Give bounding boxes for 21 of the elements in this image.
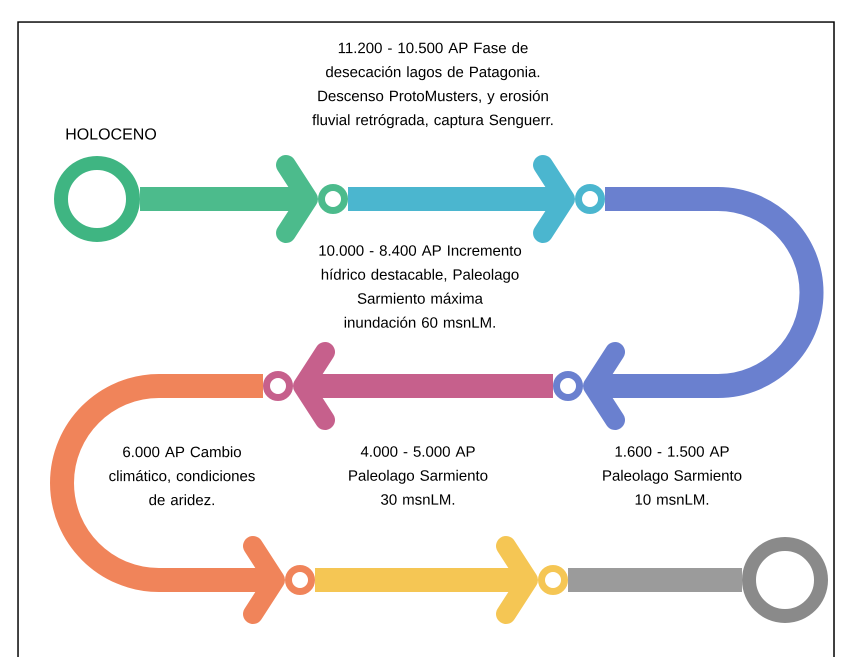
timeline-marker [575, 184, 605, 214]
timeline-marker [538, 565, 568, 595]
timeline-segment [293, 342, 553, 430]
timeline-marker [263, 371, 293, 401]
timeline-segment [50, 374, 285, 624]
event-text: 11.200 - 10.500 AP Fase de desecación lagos de Patagonia. Descenso ProtoMusters, y erosión fluvial retrógrada, captura Senguerr. [312, 42, 552, 128]
timeline-marker [285, 565, 315, 595]
timeline-segment [583, 187, 824, 430]
timeline-marker [553, 371, 583, 401]
timeline-segment [140, 155, 318, 243]
title: HOLOCENO [66, 128, 156, 140]
event-text: 6.000 AP Cambio climático, condiciones de aridez. [109, 446, 255, 506]
event-text: 1.600 - 1.500 AP Paleolago Sarmiento 10 msnLM. [603, 446, 742, 505]
end-circle [742, 537, 828, 623]
timeline-segment [568, 568, 742, 592]
timeline-segment [315, 536, 538, 624]
event-text: 10.000 - 8.400 AP Incremento hídrico destacable, Paleolago Sarmiento máxima inundación 60 msnLM. [319, 245, 522, 328]
start-circle [54, 156, 140, 242]
timeline-marker [318, 184, 348, 214]
event-text: 4.000 - 5.000 AP Paleolago Sarmiento 30 msnLM. [349, 446, 488, 505]
timeline-segment [348, 155, 575, 243]
